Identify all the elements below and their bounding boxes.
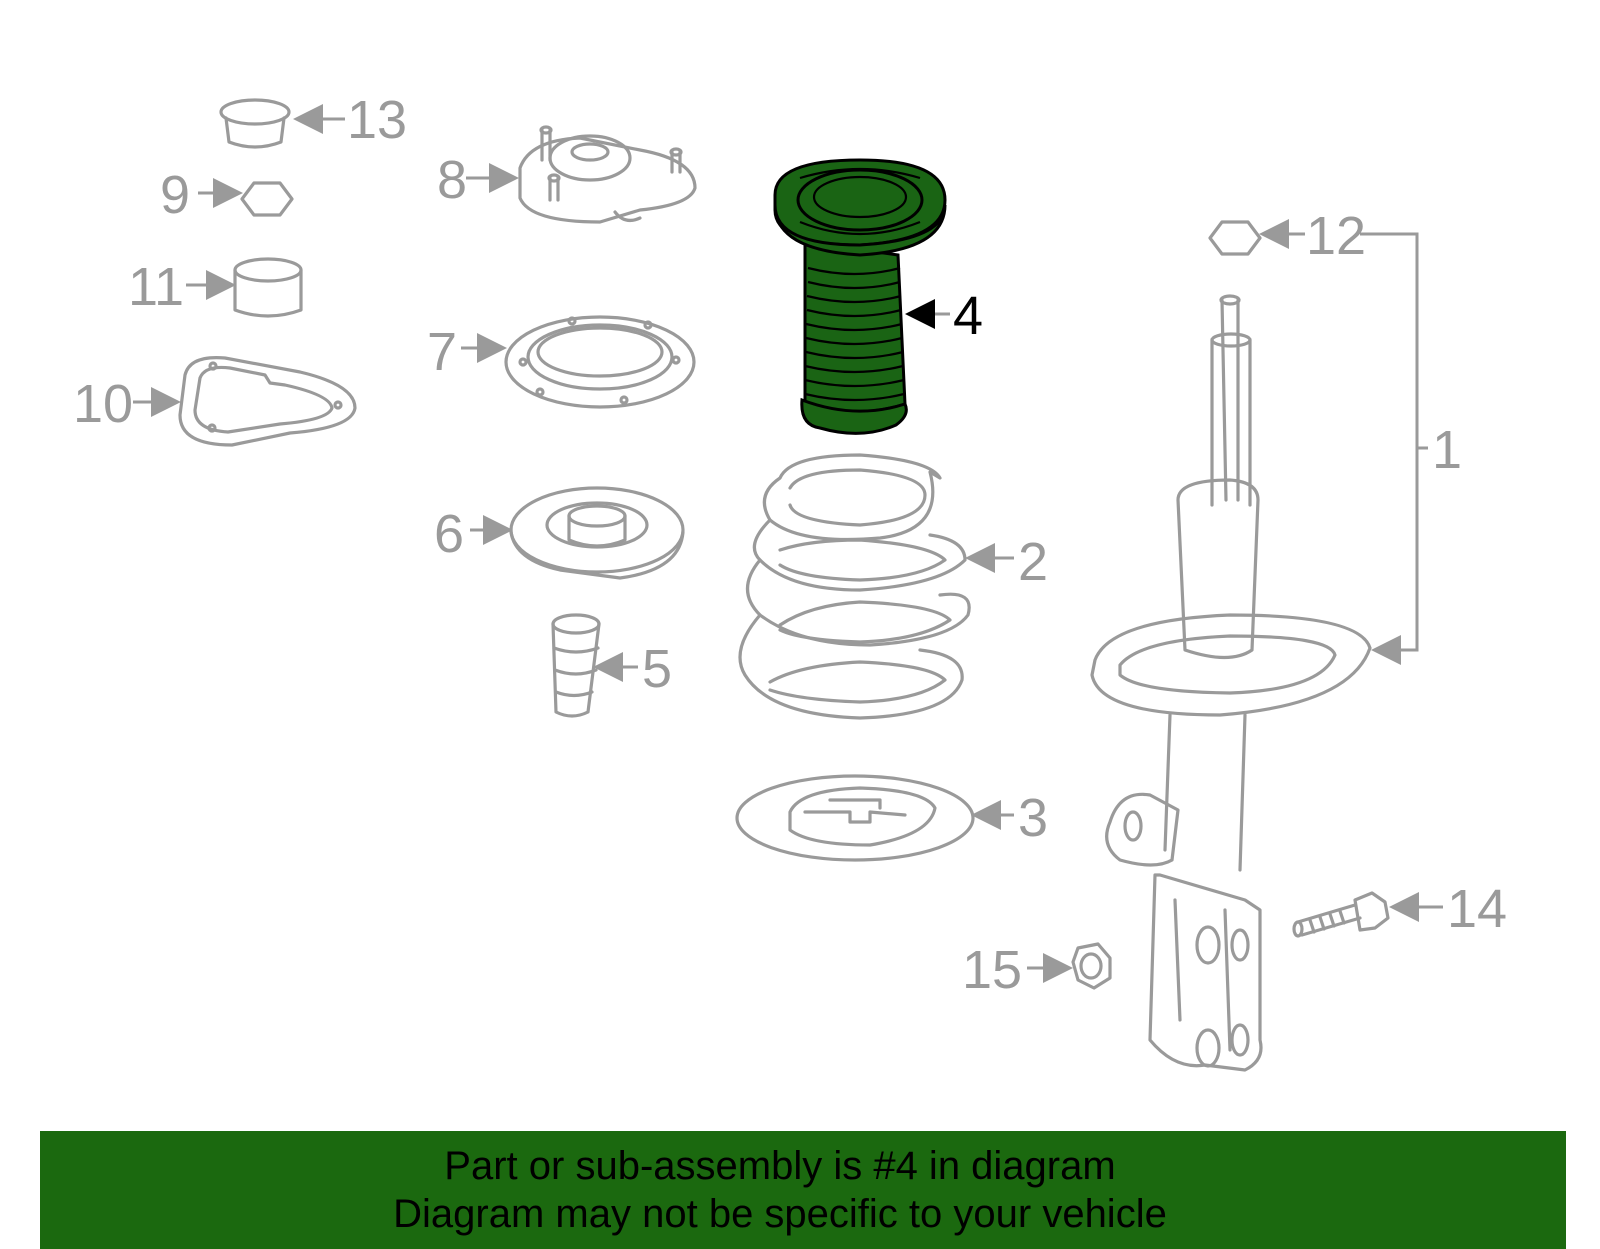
callout-6: 6 xyxy=(434,504,464,564)
callout-9: 9 xyxy=(160,165,190,225)
callout-15: 15 xyxy=(962,940,1022,1000)
notice-banner: Part or sub-assembly is #4 in diagram Di… xyxy=(40,1131,1566,1249)
part-11-bushing[interactable] xyxy=(233,257,303,318)
callout-13: 13 xyxy=(347,90,407,150)
callout-11: 11 xyxy=(128,257,184,317)
callout-8: 8 xyxy=(437,150,467,210)
part-1-strut[interactable] xyxy=(1090,294,1372,1072)
callout-1: 1 xyxy=(1432,420,1462,480)
part-14-bolt[interactable] xyxy=(1292,891,1390,938)
part-8-upper-mount[interactable] xyxy=(518,125,697,224)
callout-4: 4 xyxy=(953,286,983,346)
callout-14: 14 xyxy=(1447,879,1507,939)
part-10-gasket[interactable] xyxy=(178,356,357,447)
callout-2: 2 xyxy=(1018,532,1048,592)
part-3-insulator[interactable] xyxy=(735,774,975,862)
part-13-cap[interactable] xyxy=(219,98,291,149)
part-2-coil-spring[interactable] xyxy=(738,453,971,720)
banner-line-2: Diagram may not be specific to your vehi… xyxy=(393,1192,1167,1236)
part-4-dust-boot[interactable] xyxy=(773,158,947,435)
part-7-bearing[interactable] xyxy=(504,315,696,409)
part-9-nut[interactable] xyxy=(240,181,294,217)
callout-5: 5 xyxy=(642,639,672,699)
callout-3: 3 xyxy=(1018,788,1048,848)
part-12-nut[interactable] xyxy=(1208,220,1262,256)
part-15-nut[interactable] xyxy=(1071,942,1112,990)
callout-12: 12 xyxy=(1306,206,1366,266)
banner-line-1: Part or sub-assembly is #4 in diagram xyxy=(444,1144,1116,1188)
part-5-bump-stop[interactable] xyxy=(551,613,601,718)
callout-10: 10 xyxy=(73,374,133,434)
part-6-spring-seat[interactable] xyxy=(509,486,685,580)
callout-7: 7 xyxy=(427,322,457,382)
